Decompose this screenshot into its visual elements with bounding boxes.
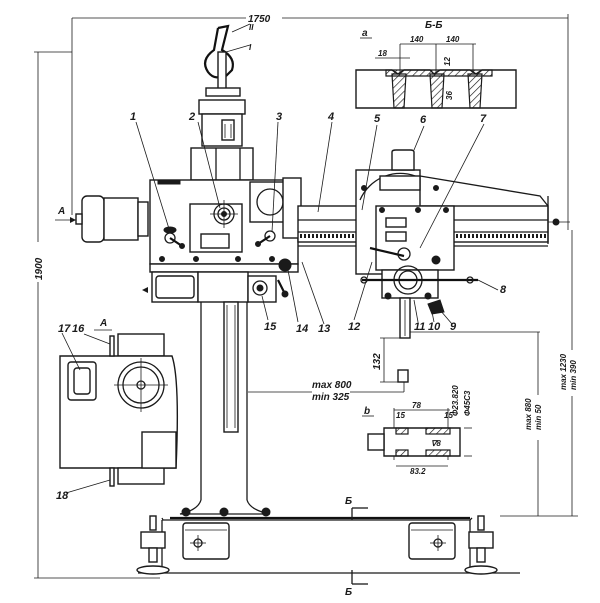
callout-13: 13 xyxy=(318,323,330,335)
dim-132: 132 xyxy=(372,353,383,370)
dim-arm-height-max: max 1230 xyxy=(559,353,568,390)
detail-b-spindle-section: b 78 15 15 Ф23.820 Ф45C3 ∇8 83.2 xyxy=(362,385,472,476)
view-a-arrow-label: A xyxy=(57,206,65,217)
callout-14: 14 xyxy=(296,323,308,335)
dim-spindle-total: 83.2 xyxy=(410,467,426,476)
callout-8: 8 xyxy=(500,284,507,296)
surface-finish: ∇8 xyxy=(431,439,441,448)
section-mark-bottom: Б xyxy=(345,587,352,598)
callout-I: I xyxy=(249,43,252,52)
section-mark-top: Б xyxy=(345,496,352,507)
callout-4: 4 xyxy=(327,111,334,123)
dim-spindle-length: 78 xyxy=(412,401,421,410)
dim-dia-2: Ф45C3 xyxy=(463,390,472,416)
dim-pitch-left: 140 xyxy=(410,35,424,44)
callout-18: 18 xyxy=(56,490,69,502)
overall-height-dimension: 1900 xyxy=(34,51,160,579)
column-head xyxy=(190,99,254,181)
drill-head xyxy=(355,149,478,339)
callout-10: 10 xyxy=(428,321,441,333)
lifting-hook: II I xyxy=(203,23,254,97)
callout-7: 7 xyxy=(480,113,487,125)
callout-II: II xyxy=(249,23,254,32)
detail-b-label: b xyxy=(364,406,370,417)
column-clamp-box xyxy=(142,258,299,303)
overall-width-dimension: 1750 xyxy=(71,14,569,230)
dim-slot-depth-small: 12 xyxy=(443,57,452,66)
callout-16: 16 xyxy=(72,323,85,335)
dim-pitch-right: 140 xyxy=(446,35,460,44)
dim-reach-min: min 325 xyxy=(312,392,350,403)
reach-dimension: max 800 min 325 xyxy=(248,380,405,403)
callout-6: 6 xyxy=(420,114,427,126)
callout-17: 17 xyxy=(58,323,71,335)
machine-base: Б Б xyxy=(136,496,520,598)
view-a-label: A xyxy=(99,318,107,329)
callout-2: 2 xyxy=(188,111,195,123)
dim-1750: 1750 xyxy=(248,14,271,25)
dim-spindle-height-min: min 50 xyxy=(534,404,543,430)
dim-dia-1: Ф23.820 xyxy=(451,385,460,416)
dim-slot-depth: 36 xyxy=(445,91,454,100)
callout-5: 5 xyxy=(374,113,381,125)
drive-motor: A xyxy=(55,195,149,243)
dim-reach-max: max 800 xyxy=(312,380,352,391)
detail-a-label: a xyxy=(362,28,368,39)
callout-15: 15 xyxy=(264,321,277,333)
dim-arm-height-min: min 390 xyxy=(569,360,578,390)
dim-bore-small: 15 xyxy=(396,411,405,420)
dim-bore-right: 15 xyxy=(444,411,453,420)
callouts: 1 2 3 4 5 6 7 8 9 10 11 12 13 14 15 xyxy=(130,111,507,335)
arm-gearbox xyxy=(149,177,302,265)
dim-slot-width: 18 xyxy=(378,49,387,58)
callout-11: 11 xyxy=(414,321,425,333)
dim-1900: 1900 xyxy=(34,257,45,280)
view-a: A 17 16 18 xyxy=(56,318,179,502)
spindle-stroke-dimension: 132 xyxy=(372,337,409,383)
callout-9: 9 xyxy=(450,321,457,333)
detail-a-table-section: a Б-Б 140 140 18 12 36 xyxy=(355,20,517,109)
column xyxy=(179,301,271,517)
dim-spindle-height-max: max 880 xyxy=(524,398,533,430)
callout-12: 12 xyxy=(348,321,360,333)
section-bb-label: Б-Б xyxy=(425,20,443,31)
callout-3: 3 xyxy=(276,111,282,123)
height-dimensions: max 880 min 50 max 1230 min 390 xyxy=(410,230,578,517)
callout-1: 1 xyxy=(130,111,136,123)
